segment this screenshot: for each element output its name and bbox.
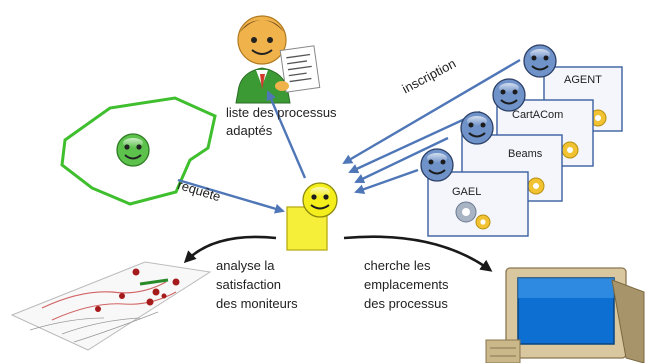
smiley-icon bbox=[302, 182, 338, 218]
label-gael: GAEL bbox=[452, 186, 482, 198]
label-cherche-line1: cherche les bbox=[364, 258, 431, 273]
smiley-icon bbox=[460, 111, 494, 145]
label-list-line2: adaptés bbox=[226, 123, 273, 138]
label-agent: AGENT bbox=[564, 74, 602, 86]
gear-icon bbox=[589, 109, 607, 127]
paper-icon bbox=[275, 45, 321, 93]
label-cherche-line2: emplacements bbox=[364, 277, 449, 292]
label-beams: Beams bbox=[508, 148, 543, 160]
gear-icon bbox=[527, 177, 545, 195]
smiley-icon bbox=[492, 78, 526, 112]
arrows-blue bbox=[177, 58, 521, 214]
smiley-icon bbox=[420, 148, 454, 182]
smiley-icon bbox=[523, 44, 557, 78]
curved-arrow-left bbox=[183, 235, 277, 264]
gear-icon bbox=[455, 201, 491, 230]
agent-card-gael bbox=[427, 171, 529, 237]
smiley-icon bbox=[116, 133, 150, 167]
curved-arrow-right bbox=[343, 235, 493, 272]
gear-icon bbox=[561, 141, 579, 159]
computer-icon bbox=[485, 267, 645, 363]
person-icon bbox=[235, 15, 291, 104]
label-list-line1: liste des processus bbox=[226, 105, 337, 120]
label-cartacom: CartACom bbox=[512, 109, 564, 121]
region-outline bbox=[60, 96, 217, 206]
label-analyse-line3: des moniteurs bbox=[216, 296, 298, 311]
map-icon bbox=[10, 261, 212, 351]
label-analyse-line1: analyse la bbox=[216, 258, 275, 273]
label-cherche-line3: des processus bbox=[364, 296, 448, 311]
label-analyse-line2: satisfaction bbox=[216, 277, 282, 292]
